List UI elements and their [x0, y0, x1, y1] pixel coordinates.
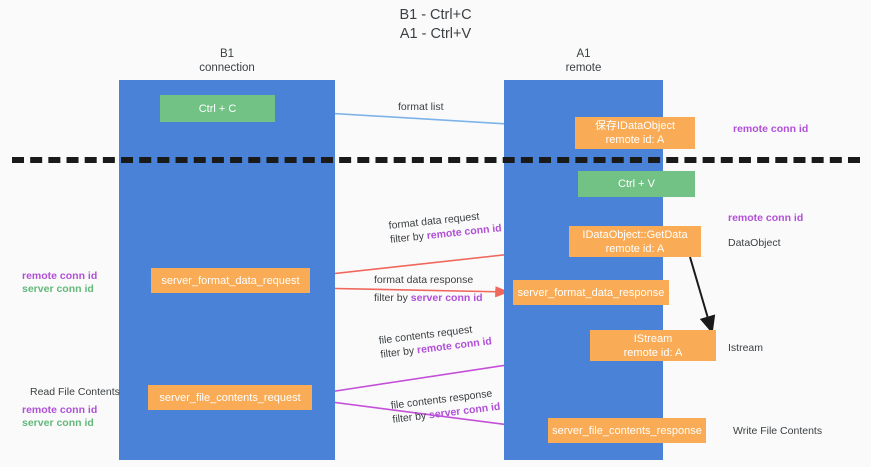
side-label-remote-conn-id-mid: remote conn id — [728, 212, 804, 224]
node-server-format-data-response-label: server_format_data_response — [517, 286, 665, 299]
side-label-remote-conn-id-top: remote conn id — [733, 123, 809, 135]
filter-prefix: filter by — [391, 409, 430, 426]
node-server-file-contents-response-label: server_file_contents_response — [552, 424, 702, 437]
node-ctrl-c-label: Ctrl + C — [198, 102, 237, 115]
filter-key-server-conn-id: server conn id — [410, 292, 483, 304]
filter-prefix: filter by — [379, 344, 418, 361]
node-idataobject-getdata-subtitle: remote id: A — [605, 242, 665, 255]
side-label-istream: Istream — [728, 342, 764, 354]
diagram-title: B1 - Ctrl+C A1 - Ctrl+V — [0, 6, 871, 44]
title-line-1: B1 - Ctrl+C — [399, 7, 472, 23]
node-server-format-data-request[interactable]: server_format_data_request — [151, 268, 310, 293]
node-save-idataobject-subtitle: remote id: A — [605, 134, 665, 146]
column-header-b1: B1 connection — [119, 48, 335, 75]
side-label-left-remote-conn-id-bottom: remote conn id — [22, 404, 98, 416]
node-server-file-contents-request[interactable]: server_file_contents_request — [148, 385, 312, 410]
column-header-a1-name: A1 — [576, 48, 591, 60]
node-istream-title: IStream — [633, 332, 673, 345]
column-header-a1: A1 remote — [504, 48, 663, 75]
edge-label-format-list: format list — [398, 100, 444, 114]
side-label-left-remote-conn-id-mid: remote conn id — [22, 270, 98, 282]
node-save-idataobject[interactable]: 保存IDataObject remote id: A — [575, 117, 695, 149]
node-server-format-data-request-label: server_format_data_request — [161, 274, 300, 287]
column-header-a1-role: remote — [565, 61, 602, 74]
node-istream-subtitle: remote id: A — [623, 346, 683, 359]
node-ctrl-c[interactable]: Ctrl + C — [160, 95, 275, 122]
phase-divider — [12, 157, 860, 163]
node-idataobject-getdata[interactable]: IDataObject::GetData remote id: A — [569, 226, 701, 257]
node-server-file-contents-response[interactable]: server_file_contents_response — [548, 418, 706, 443]
side-label-left-server-conn-id-bottom: server conn id — [22, 417, 94, 429]
side-label-read-file-contents: Read File Contents — [30, 386, 120, 398]
node-ctrl-v[interactable]: Ctrl + V — [578, 171, 695, 197]
edge-label-format-data-request: format data request filter by remote con… — [388, 207, 502, 247]
column-header-b1-name: B1 — [219, 48, 235, 60]
node-idataobject-getdata-title: IDataObject::GetData — [582, 228, 688, 241]
edge-label-file-contents-response: file contents response filter by server … — [390, 386, 501, 427]
edge-label-file-contents-request: file contents request filter by remote c… — [378, 320, 493, 361]
node-server-file-contents-request-label: server_file_contents_request — [159, 391, 301, 404]
node-istream[interactable]: IStream remote id: A — [590, 330, 716, 361]
node-ctrl-v-label: Ctrl + V — [618, 178, 655, 190]
edge-label-format-list-text: format list — [398, 101, 444, 113]
side-label-write-file-contents: Write File Contents — [733, 425, 823, 437]
edge-label-format-data-response-line1: format data response — [374, 274, 474, 286]
node-server-format-data-response[interactable]: server_format_data_response — [513, 280, 669, 305]
node-save-idataobject-title: 保存IDataObject — [594, 120, 676, 132]
filter-prefix: filter by — [374, 292, 411, 304]
edge-label-format-data-response: format data response filter by server co… — [374, 273, 483, 305]
column-header-b1-role: connection — [199, 61, 255, 74]
side-label-left-server-conn-id-mid: server conn id — [22, 283, 94, 295]
arrow-getdata-to-istream — [689, 256, 716, 334]
edge-label-format-data-response-line2: filter by server conn id — [374, 291, 483, 305]
filter-prefix: filter by — [389, 230, 428, 246]
title-line-2: A1 - Ctrl+V — [399, 26, 472, 42]
side-label-dataobject: DataObject — [728, 237, 781, 249]
